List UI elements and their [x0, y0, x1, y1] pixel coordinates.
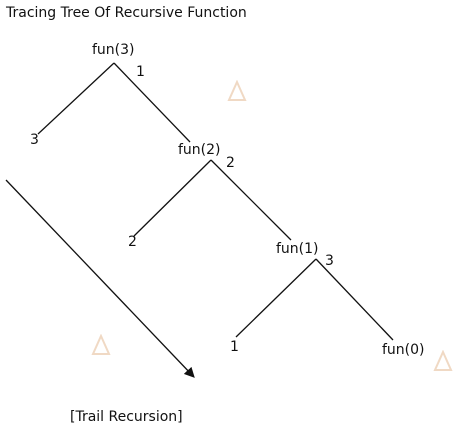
edge-fun3-to-print3	[37, 62, 115, 135]
node-fun2: fun(2)	[178, 142, 221, 158]
node-print1: 1	[230, 339, 239, 355]
edge-fun1-to-fun0	[315, 258, 394, 341]
node-fun3: fun(3)	[92, 42, 135, 58]
node-print3: 3	[30, 132, 39, 148]
diagram-caption: [Trail Recursion]	[70, 409, 183, 425]
edge-fun2-to-fun1	[210, 159, 292, 241]
diagram-title: Tracing Tree Of Recursive Function	[6, 5, 247, 21]
watermark-icon	[90, 333, 112, 356]
node-print2: 2	[128, 234, 137, 250]
edge-fun3-to-fun2	[113, 62, 191, 143]
step-label-2: 2	[226, 155, 235, 171]
edge-fun2-to-print2	[133, 159, 212, 237]
trace-direction-arrow	[5, 179, 195, 378]
node-fun0: fun(0)	[382, 342, 425, 358]
edge-fun1-to-print1	[235, 258, 317, 338]
step-label-1: 1	[136, 64, 145, 80]
watermark-icon	[226, 79, 248, 102]
node-fun1: fun(1)	[276, 241, 319, 257]
step-label-3: 3	[325, 253, 334, 269]
watermark-icon	[432, 349, 454, 372]
